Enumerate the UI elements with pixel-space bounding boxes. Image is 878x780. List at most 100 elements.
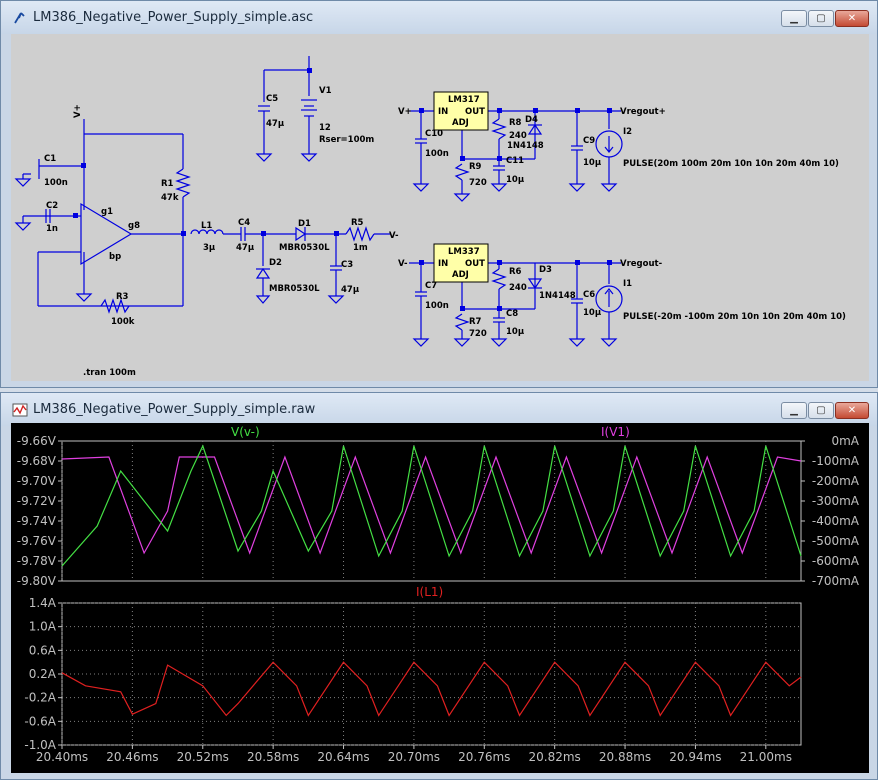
label-C4v: 47μ: [236, 243, 254, 253]
label-L1v: 3μ: [203, 243, 215, 253]
label-C7v: 100n: [425, 301, 449, 311]
maximize-button[interactable]: ▢: [808, 10, 834, 27]
schematic-window[interactable]: LM386_Negative_Power_Supply_simple.asc ▁…: [0, 0, 878, 388]
label-R6v: 240: [509, 283, 527, 293]
label-R9: R9: [469, 162, 482, 172]
waveform-canvas[interactable]: -9.66V-9.68V-9.70V-9.72V-9.74V-9.76V-9.7…: [11, 423, 869, 773]
close-button[interactable]: ✕: [835, 10, 869, 27]
lm337-box: [433, 243, 489, 283]
label-D1v: MBR0530L: [279, 243, 330, 253]
label-R6: R6: [509, 267, 522, 277]
label-C2v: 1n: [46, 224, 58, 234]
x-tick-label: 20.82ms: [529, 750, 581, 764]
left-tick-label: -9.66V: [17, 434, 57, 448]
close-button[interactable]: ✕: [835, 402, 869, 419]
label-C4: C4: [238, 218, 250, 228]
label-D3v: 1N4148: [539, 291, 576, 301]
left-tick-label: -9.72V: [17, 494, 57, 508]
left-tick-label: -9.74V: [17, 514, 57, 528]
right-tick-label: 0mA: [831, 434, 859, 448]
label-I2v: PULSE(20m 100m 20m 10n 10n 20m 40m 10): [623, 159, 839, 169]
label-OUT2: OUT: [465, 259, 485, 269]
maximize-button[interactable]: ▢: [808, 402, 834, 419]
label-I1v: PULSE(-20m -100m 20m 10n 10n 20m 40m 10): [623, 312, 846, 322]
label-I1: I1: [623, 279, 632, 289]
label-V1: V1: [319, 86, 332, 96]
right-tick-label: -300mA: [812, 494, 860, 508]
x-tick-label: 20.94ms: [669, 750, 721, 764]
bottom-tick-label: 1.4A: [29, 596, 57, 610]
bottom-tick-label: 1.0A: [29, 620, 57, 634]
bottom-tick-label: -0.6A: [24, 714, 56, 728]
plot-frame-top: [61, 440, 802, 582]
label-R8v: 240: [509, 131, 527, 141]
bottom-tick-label: -0.2A: [24, 691, 56, 705]
label-LM317: LM317: [448, 95, 480, 105]
label-V1v: 12: [319, 123, 331, 133]
trace-i-v1: [61, 455, 802, 555]
schematic-window-buttons: ▁ ▢ ✕: [780, 10, 869, 27]
label-D3: D3: [539, 265, 552, 275]
schematic-drawing: V+ C1 100n C2 1n g1 g8 bp R1 47k R3 100k…: [14, 56, 846, 378]
opamp-symbol: [80, 202, 133, 266]
x-tick-label: 20.58ms: [247, 750, 299, 764]
label-R1: R1: [161, 179, 174, 189]
grid-bot: [58, 602, 802, 749]
grid-top: [58, 440, 805, 582]
waveform-window-buttons: ▁ ▢ ✕: [780, 402, 869, 419]
label-ADJ: ADJ: [452, 118, 469, 128]
label-g8: g8: [128, 221, 140, 231]
label-L1: L1: [201, 221, 212, 231]
label-R1v: 47k: [161, 193, 179, 203]
trace-v-vminus: [61, 444, 802, 567]
ground-symbols: [14, 153, 345, 304]
label-g1: g1: [101, 207, 113, 217]
label-OUT: OUT: [465, 107, 485, 117]
x-tick-label: 20.46ms: [106, 750, 158, 764]
label-C9v: 10μ: [583, 158, 601, 168]
schematic-title: LM386_Negative_Power_Supply_simple.asc: [33, 10, 314, 25]
label-I2: I2: [623, 127, 632, 137]
right-tick-label: -200mA: [812, 474, 860, 488]
label-C3v: 47μ: [341, 285, 359, 295]
label-C2: C2: [46, 201, 58, 211]
label-C7: C7: [425, 281, 437, 291]
waveform-window[interactable]: LM386_Negative_Power_Supply_simple.raw ▁…: [0, 392, 878, 780]
waveform-plots: -9.66V-9.68V-9.70V-9.72V-9.74V-9.76V-9.7…: [17, 425, 860, 764]
x-tick-label: 20.70ms: [388, 750, 440, 764]
label-vregout-n: Vregout-: [620, 259, 663, 269]
bottom-tick-label: 0.2A: [29, 667, 57, 681]
label-C6v: 10μ: [583, 308, 601, 318]
left-tick-label: -9.70V: [17, 474, 57, 488]
label-R9v: 720: [469, 178, 487, 188]
right-tick-label: -600mA: [812, 554, 860, 568]
label-R7: R7: [469, 317, 482, 327]
left-tick-label: -9.78V: [17, 554, 57, 568]
minimize-button[interactable]: ▁: [781, 402, 807, 419]
waveform-titlebar[interactable]: LM386_Negative_Power_Supply_simple.raw ▁…: [1, 393, 877, 426]
right-tick-label: -400mA: [812, 514, 860, 528]
legend-i-l1: I(L1): [416, 585, 443, 599]
legend-v-vminus: V(v-): [231, 425, 260, 439]
label-vplus-reg: V+: [398, 107, 412, 117]
label-D4v: 1N4148: [507, 141, 544, 151]
label-R7v: 720: [469, 329, 487, 339]
x-tick-label: 20.76ms: [458, 750, 510, 764]
label-C5: C5: [266, 94, 278, 104]
label-R3: R3: [116, 292, 129, 302]
minimize-button[interactable]: ▁: [781, 10, 807, 27]
x-tick-label: 20.40ms: [36, 750, 88, 764]
label-D4: D4: [525, 115, 538, 125]
label-C10v: 100n: [425, 149, 449, 159]
right-tick-label: -500mA: [812, 534, 860, 548]
label-C1v: 100n: [44, 178, 68, 188]
x-tick-label: 20.88ms: [599, 750, 651, 764]
waveform-title: LM386_Negative_Power_Supply_simple.raw: [33, 402, 316, 417]
schematic-titlebar[interactable]: LM386_Negative_Power_Supply_simple.asc ▁…: [1, 1, 877, 34]
label-D2: D2: [269, 258, 282, 268]
label-C8: C8: [506, 309, 518, 319]
label-R3v: 100k: [111, 317, 135, 327]
schematic-canvas[interactable]: V+ C1 100n C2 1n g1 g8 bp R1 47k R3 100k…: [11, 34, 869, 381]
label-C3: C3: [341, 260, 353, 270]
label-C9: C9: [583, 136, 595, 146]
